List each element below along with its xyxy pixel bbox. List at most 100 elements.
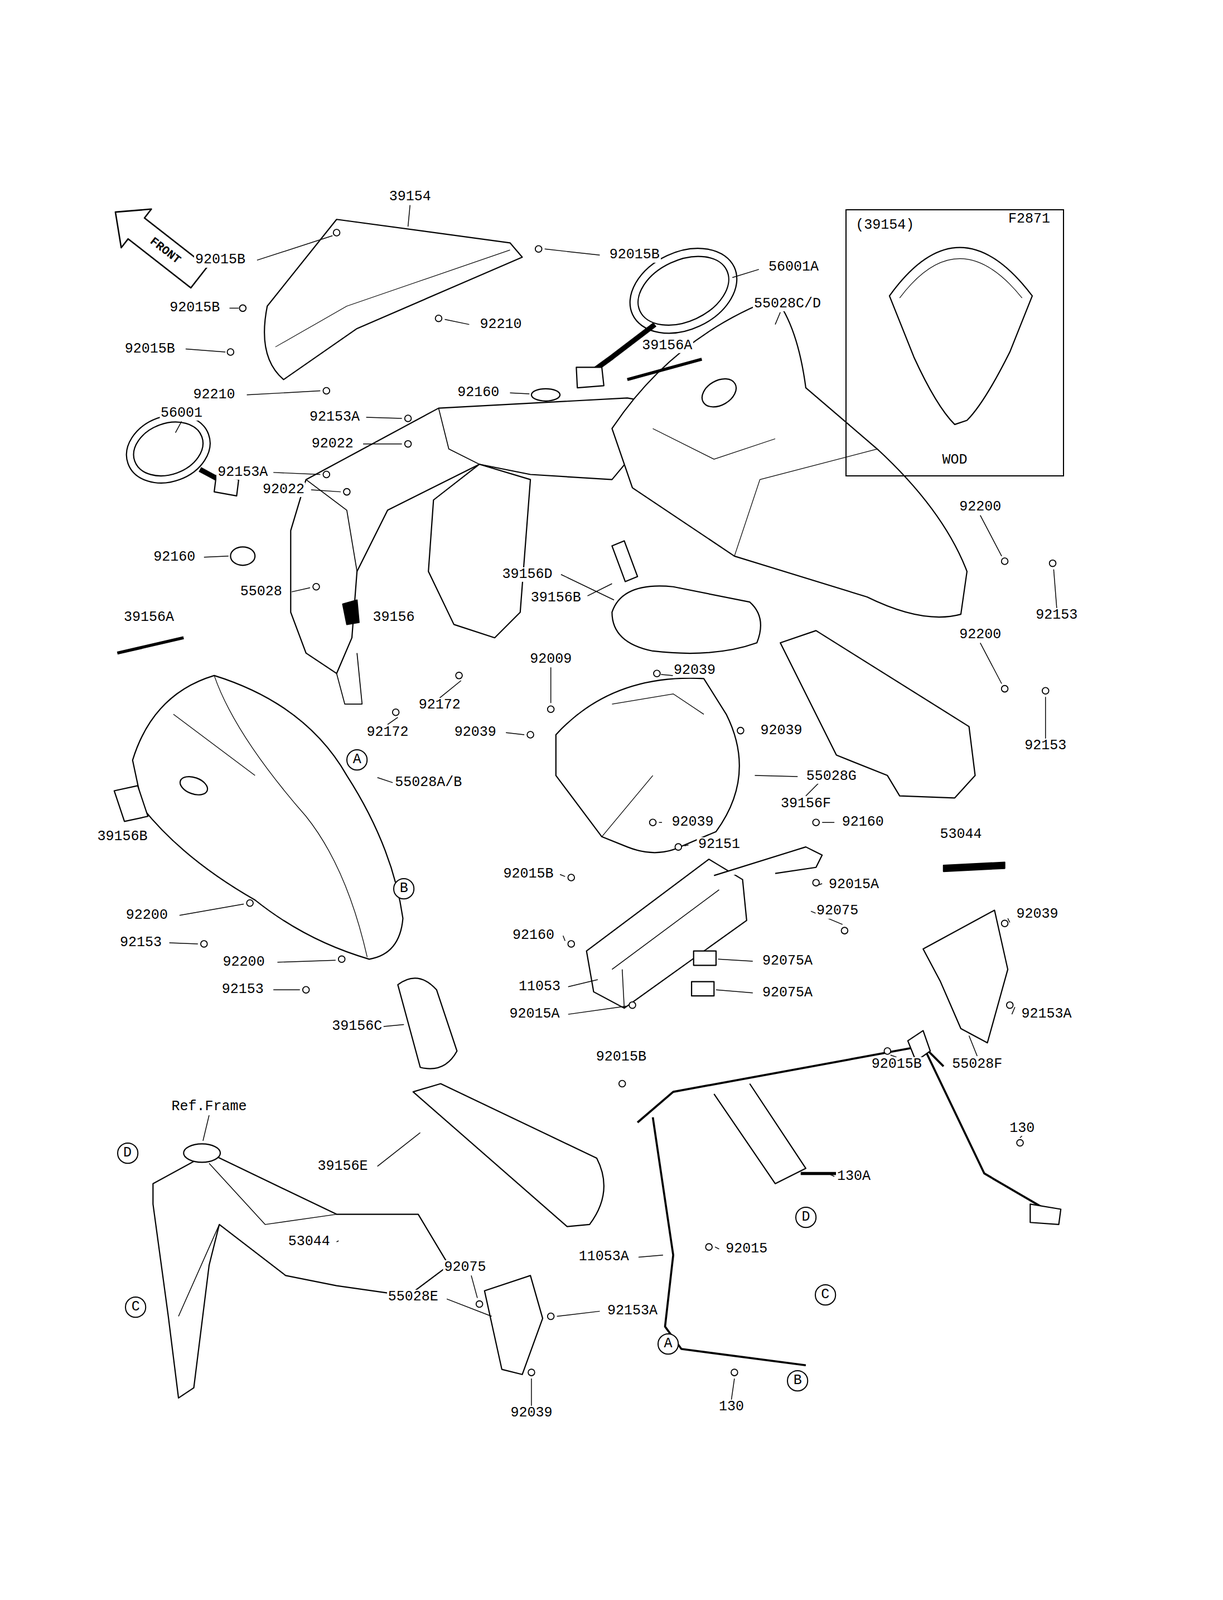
figure-code: F2871 — [1007, 211, 1052, 227]
part-outline — [691, 950, 717, 996]
node-heading: D — [123, 1145, 132, 1160]
fastener — [392, 708, 400, 716]
fastener — [246, 899, 254, 907]
leader-line — [273, 988, 301, 990]
part-outline — [342, 600, 360, 625]
callout-number: 92015B — [194, 252, 247, 268]
bracket — [922, 910, 1008, 1043]
callout-number: 92022 — [261, 482, 306, 497]
part-outline — [114, 785, 148, 821]
callout-number: 92153 — [1034, 607, 1079, 623]
grommet — [691, 950, 717, 996]
side-cowl — [611, 297, 968, 617]
mirror-head — [230, 546, 255, 565]
leader-line — [775, 312, 781, 325]
callout-number: 92009 — [528, 651, 573, 666]
fastener — [322, 471, 330, 478]
inner-duct — [428, 463, 531, 638]
leader-line — [257, 235, 333, 261]
callout-number: 92075A — [761, 985, 814, 1000]
fastener — [567, 873, 575, 881]
part-outline — [173, 675, 368, 957]
pad — [397, 977, 457, 1068]
node-heading: D — [801, 1209, 810, 1225]
callout-number: 39156 — [371, 609, 416, 625]
callout-number: 92039 — [453, 724, 498, 740]
callout-number: 53044 — [287, 1234, 332, 1249]
node-heading: B — [399, 881, 409, 896]
fastener — [705, 1243, 713, 1250]
fastener — [1016, 1139, 1024, 1147]
fastener — [731, 1368, 738, 1376]
fastener — [547, 705, 555, 713]
part-outline — [611, 297, 968, 617]
mirror-head — [177, 772, 210, 799]
callout-number: 92151 — [697, 837, 742, 852]
callout-number: 55028F — [950, 1056, 1004, 1072]
leader-line — [175, 421, 182, 433]
reference-circle: D — [794, 1205, 818, 1229]
callout-number: 39156A — [122, 609, 176, 625]
meter-bracket — [586, 858, 747, 1008]
part-outline — [264, 219, 522, 380]
leader-line — [638, 1254, 664, 1258]
leader-line — [969, 1035, 978, 1057]
part-outline — [413, 1083, 604, 1226]
leader-line — [980, 515, 1002, 557]
fastener — [649, 818, 657, 826]
leader-line — [471, 1274, 478, 1298]
mirror-head — [697, 373, 742, 413]
pad — [780, 630, 975, 798]
stay — [713, 1083, 806, 1183]
fastener — [567, 940, 575, 947]
part-outline — [889, 247, 1033, 425]
pad — [611, 540, 638, 582]
fastener — [404, 414, 412, 422]
callout-number: 92039 — [1015, 906, 1060, 922]
leader-line — [277, 959, 336, 963]
ellipse-part — [117, 403, 220, 495]
pad — [611, 585, 761, 654]
leader-line — [563, 935, 566, 941]
part-outline — [397, 977, 457, 1068]
fastener — [1001, 557, 1009, 565]
callout-number: 92160 — [152, 549, 197, 565]
node-heading: C — [131, 1299, 140, 1314]
callout-number: 39156A — [640, 338, 694, 354]
side-cowl — [132, 675, 404, 959]
mirror-base — [576, 366, 604, 388]
fastener — [239, 305, 246, 312]
callout-number: 130 — [1008, 1120, 1036, 1136]
callout-number: 55028G — [805, 769, 858, 784]
leader-line — [587, 583, 613, 596]
ellipse-part — [126, 412, 211, 486]
leader-line — [366, 417, 403, 419]
fastener — [619, 1080, 626, 1087]
callout-number: 39156B — [529, 590, 583, 606]
callout-number: 55028 — [239, 584, 284, 599]
fastener — [841, 926, 849, 934]
leader-line — [557, 1310, 601, 1316]
leader-line — [387, 717, 398, 725]
leader-line — [732, 269, 760, 278]
leader-line — [731, 1378, 734, 1400]
windshield-wod — [889, 247, 1033, 425]
leader-line — [505, 732, 525, 735]
leader-line — [718, 958, 753, 961]
ellipse-part — [697, 373, 742, 413]
callout-number: 92039 — [670, 814, 715, 830]
callout-number: 92015B — [168, 300, 221, 316]
callout-number: 92039 — [509, 1405, 554, 1420]
leader-line — [510, 392, 530, 394]
leader-line — [830, 1173, 835, 1177]
meter-bracket — [611, 889, 719, 1008]
part-outline — [922, 910, 1008, 1043]
callout-number: 92075 — [443, 1259, 488, 1275]
node-heading: B — [793, 1373, 802, 1388]
fastener — [1049, 559, 1057, 567]
reference-circle: C — [814, 1283, 837, 1306]
leader-line — [1053, 569, 1057, 609]
leader-line — [659, 822, 662, 823]
callout-number: 92015B — [501, 866, 555, 882]
callout-number: 92153A — [216, 465, 269, 480]
